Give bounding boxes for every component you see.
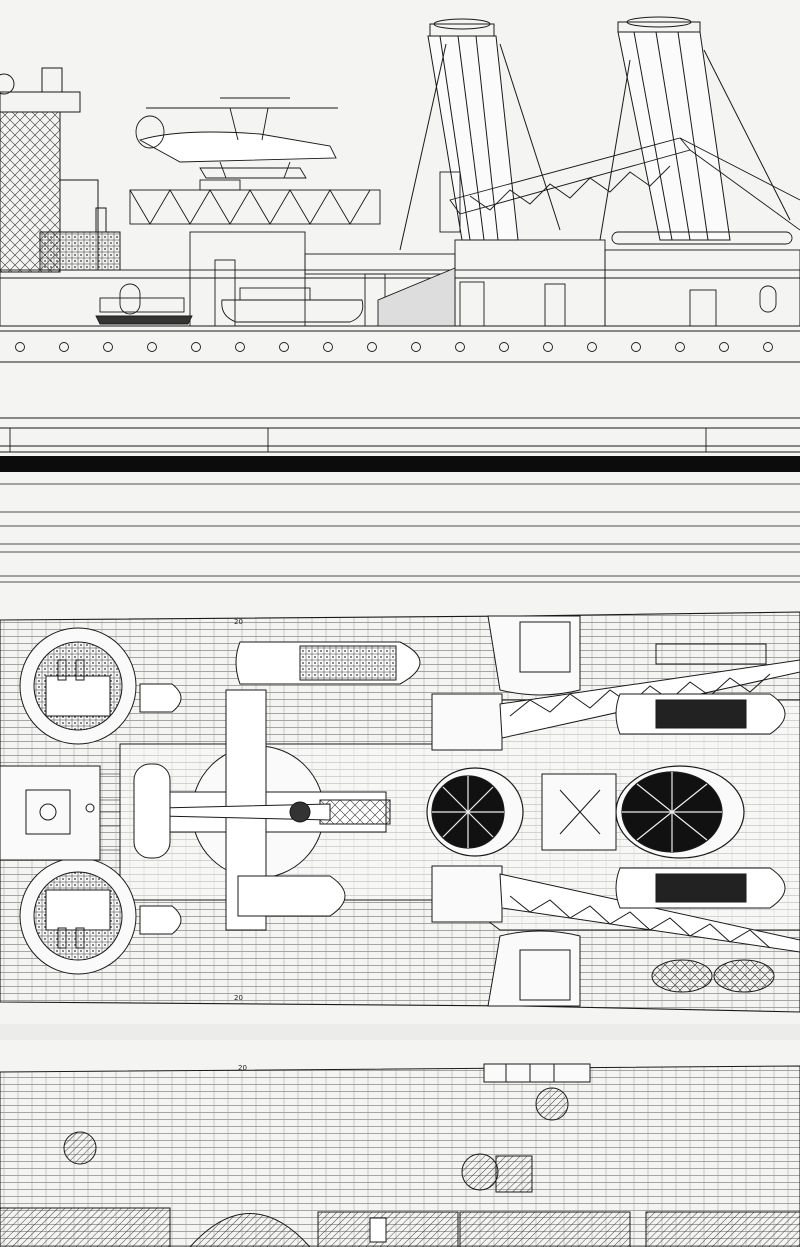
porthole (543, 342, 553, 352)
hull-side (0, 325, 800, 453)
after-funnel (599, 16, 791, 241)
boat-crane-side (439, 137, 800, 233)
porthole (323, 342, 333, 352)
plan-boats (139, 641, 786, 993)
floatplane-side (135, 97, 338, 179)
side-elevation (0, 16, 800, 453)
port-gun-mount (19, 627, 137, 745)
lower-deck-plan: 20 (0, 1063, 800, 1247)
porthole (719, 342, 729, 352)
funnel-platform (541, 773, 617, 851)
portholes (15, 342, 773, 352)
porthole (147, 342, 157, 352)
porthole (411, 342, 421, 352)
hull-band (0, 1024, 800, 1040)
frame-label-top-left: 20 (234, 618, 243, 626)
forward-funnel-top (426, 767, 524, 857)
secondary-guns (487, 615, 767, 1007)
porthole (279, 342, 289, 352)
section-divider (0, 456, 800, 472)
forward-funnel (399, 18, 561, 251)
side-boats (95, 231, 793, 325)
after-funnel-top (615, 765, 745, 859)
deck-plan: 20 20 (0, 611, 800, 1013)
superstructure (0, 231, 800, 327)
starboard-gun-mount (19, 857, 137, 975)
porthole (235, 342, 245, 352)
reference-lines (0, 483, 800, 583)
lower-crane-plan (431, 865, 800, 953)
catapult-side (129, 179, 381, 225)
porthole (367, 342, 377, 352)
frame-label-lower: 20 (238, 1064, 247, 1072)
porthole (499, 342, 509, 352)
frame-label-bottom-left: 20 (234, 994, 243, 1002)
porthole (675, 342, 685, 352)
porthole (15, 342, 25, 352)
porthole (587, 342, 597, 352)
porthole (455, 342, 465, 352)
porthole (763, 342, 773, 352)
porthole (191, 342, 201, 352)
bridge-tower (0, 67, 121, 273)
porthole (103, 342, 113, 352)
porthole (631, 342, 641, 352)
forward-structure (0, 765, 101, 861)
porthole (59, 342, 69, 352)
